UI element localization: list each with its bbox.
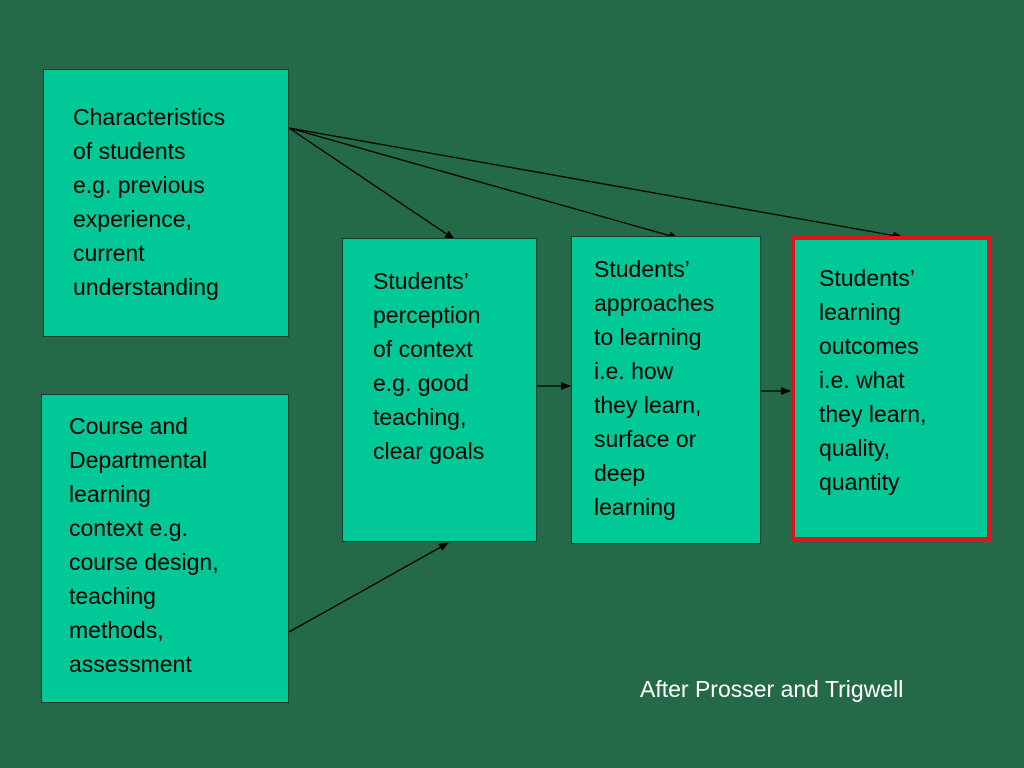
arrow-characteristics-to-outcomes bbox=[288, 127, 903, 240]
arrow-context-to-perception bbox=[288, 542, 449, 633]
characteristics-of-students-box: Characteristics of students e.g. previou… bbox=[43, 69, 289, 337]
perception-of-context-text: Students’ perception of context e.g. goo… bbox=[373, 268, 485, 464]
source-caption: After Prosser and Trigwell bbox=[640, 676, 904, 702]
learning-outcomes-text: Students’ learning outcomes i.e. what th… bbox=[819, 265, 927, 495]
course-departmental-context-box: Course and Departmental learning context… bbox=[41, 394, 289, 703]
arrow-characteristics-to-approaches bbox=[288, 127, 679, 240]
learning-outcomes-box: Students’ learning outcomes i.e. what th… bbox=[791, 236, 991, 541]
approaches-to-learning-box: Students’ approaches to learning i.e. ho… bbox=[571, 236, 761, 544]
characteristics-of-students-text: Characteristics of students e.g. previou… bbox=[73, 104, 226, 300]
course-departmental-context-text: Course and Departmental learning context… bbox=[69, 413, 219, 677]
arrow-characteristics-to-perception bbox=[288, 127, 455, 240]
perception-of-context-box: Students’ perception of context e.g. goo… bbox=[342, 238, 537, 542]
approaches-to-learning-text: Students’ approaches to learning i.e. ho… bbox=[594, 256, 715, 520]
